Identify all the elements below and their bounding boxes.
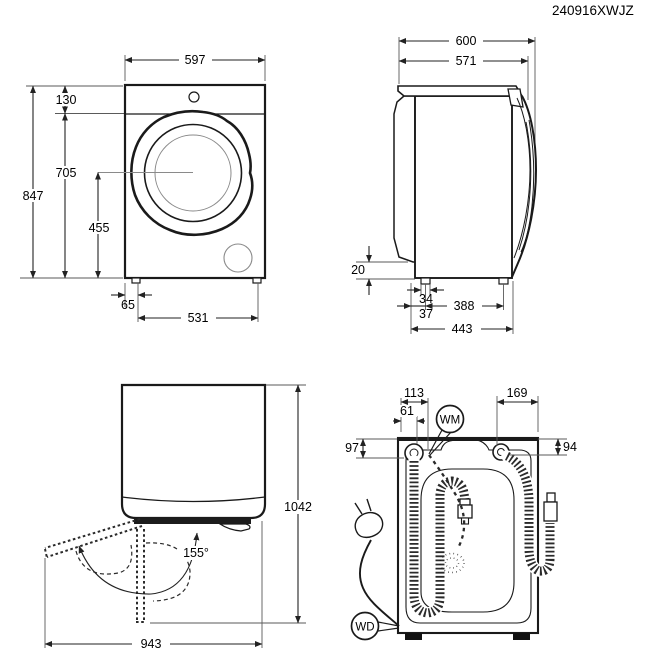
- dim-total-height-label: 847: [23, 189, 44, 203]
- wd-label: WD: [355, 622, 374, 634]
- panel-side-profile: [507, 88, 524, 108]
- spray-area-inner: [444, 557, 460, 569]
- door-open-90-edge: [136, 529, 145, 623]
- foot-spacing-label: 388: [454, 299, 475, 313]
- wm-badge: [435, 404, 465, 434]
- side-foot-rear: [420, 277, 431, 285]
- dim-body-depth-label: 571: [456, 54, 477, 68]
- door-angle-label: 155°: [183, 546, 209, 560]
- wm-label: WM: [440, 415, 460, 427]
- rear-cover: [393, 95, 416, 263]
- door-swing-arc: [78, 532, 200, 595]
- right-port-label: 94: [563, 440, 577, 454]
- open-height-label: 1042: [284, 500, 312, 514]
- rear-foot-left: [405, 633, 422, 640]
- front-foot-right: [252, 277, 262, 284]
- foot-width-label: 34: [419, 292, 433, 306]
- top-lid: [397, 85, 524, 97]
- height-extension-lines: [20, 85, 125, 279]
- drain-offset-label: 113: [404, 386, 424, 400]
- door-side-inner: [513, 97, 531, 259]
- machine-top-outline: [120, 383, 267, 520]
- drain-port-label: 61: [400, 404, 414, 418]
- power-plug-prongs: [354, 498, 372, 515]
- dim-panel-floor-label: 705: [56, 166, 77, 180]
- wm-pointer: [428, 429, 453, 456]
- open-depth-label: 943: [141, 637, 162, 650]
- dim-total-depth-label: 600: [456, 34, 477, 48]
- power-cord: [359, 539, 400, 627]
- side-view: 600 571 20 34 37 388 443: [351, 34, 538, 336]
- inlet-hose-coupling: [543, 501, 558, 522]
- inlet-hose: [504, 451, 555, 576]
- dim-edge-foot-label: 65: [121, 298, 135, 312]
- rear-view: WM WD 113 61 169 97 94: [345, 386, 577, 641]
- rear-foot-right: [513, 633, 530, 640]
- power-plug: [354, 511, 384, 539]
- wd-badge: [350, 611, 380, 641]
- door-handle: [218, 523, 251, 532]
- front-seam: [121, 496, 266, 503]
- dim-top-panel-label: 130: [56, 93, 77, 107]
- door-open-155-edge: [44, 518, 143, 559]
- drain-hose-end-cap: [459, 498, 471, 506]
- front-foot-left: [131, 277, 141, 284]
- door-open-155-porthole: [75, 544, 133, 575]
- door-open-90-porthole: [145, 542, 191, 602]
- drain-filter-cap: [223, 243, 253, 273]
- dim-foot-spacing-label: 531: [188, 311, 209, 325]
- front-view: 597 847 130 705 455 65 531: [17, 53, 267, 325]
- wd-pointer: [377, 621, 400, 632]
- drawing-code: 240916XWJZ: [552, 3, 634, 18]
- wm-routing-leader: [428, 454, 466, 549]
- rear-clearance-label: 20: [351, 263, 365, 277]
- door-rim: [518, 119, 535, 253]
- drain-hose-end: [457, 504, 473, 519]
- left-port-label: 97: [345, 441, 359, 455]
- foot-span-label: 443: [452, 322, 473, 336]
- open-door-ext: [44, 384, 306, 648]
- inlet-hose-coupling-cap: [546, 492, 556, 503]
- dim-width-label: 597: [185, 53, 206, 67]
- open-door-view: 155° 1042 943: [44, 383, 316, 651]
- rear-clearance-ext: [356, 261, 415, 280]
- dim-door-center-label: 455: [89, 221, 110, 235]
- door-side-outline: [511, 95, 538, 278]
- inlet-offset-label: 169: [507, 386, 528, 400]
- rear-foot-label: 37: [419, 307, 433, 321]
- control-knob: [188, 91, 200, 103]
- machine-side-outline: [414, 95, 513, 279]
- rear-panel-contour: [405, 438, 532, 624]
- door-closed-edge: [134, 518, 251, 524]
- side-foot-front: [498, 277, 509, 285]
- door-outline: [130, 109, 254, 237]
- spray-area: [439, 552, 465, 574]
